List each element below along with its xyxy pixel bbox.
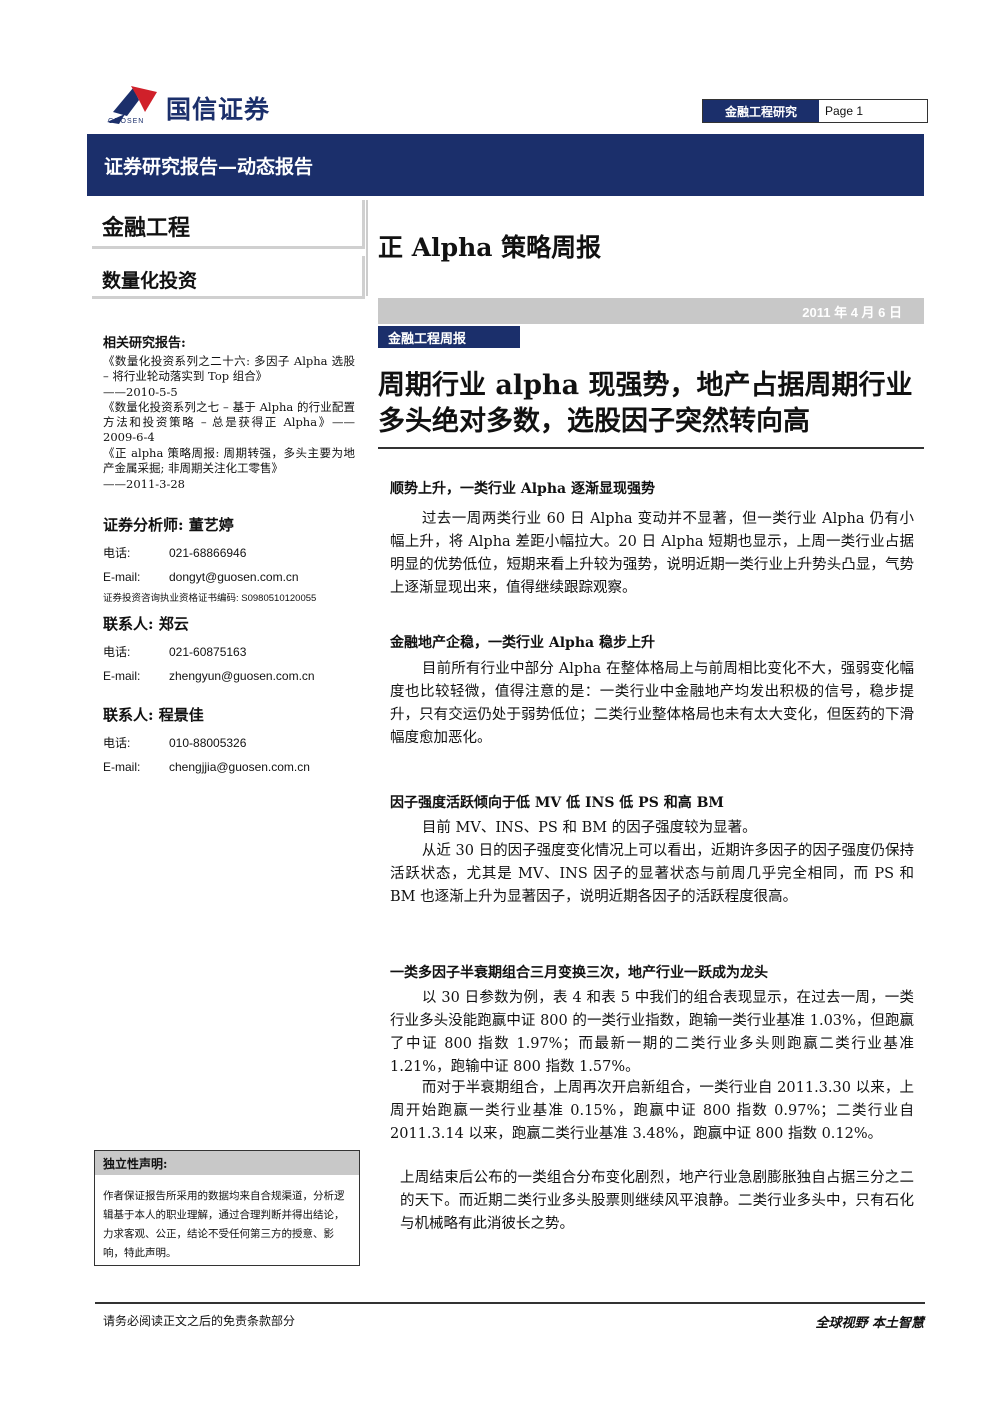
contact-email-row: E-mail: zhengyun@guosen.com.cn	[103, 664, 355, 688]
headline: 周期行业 alpha 现强势，地产占据周期行业多头绝对多数，选股因子突然转向高	[378, 370, 913, 437]
report-type-tag: 金融工程周报	[378, 326, 520, 348]
section-heading: 一类多因子半衰期组合三月变换三次，地产行业一跃成为龙头	[390, 965, 768, 981]
page-number: Page 1	[825, 104, 864, 118]
guosen-logo	[105, 82, 305, 128]
report-title: 正 Alpha 策略周报	[378, 233, 602, 262]
contact-heading: 联系人: 郑云	[103, 615, 189, 633]
footer-slogan: 全球视野 本土智慧	[815, 1316, 924, 1331]
related-report-date: ——2011-3-28	[103, 477, 185, 491]
title-band	[87, 134, 924, 196]
email-label: E-mail:	[103, 669, 141, 683]
footer-disclaimer-note: 请务必阅读正文之后的免责条款部分	[103, 1314, 296, 1328]
related-report[interactable]: 《正 alpha 策略周报: 周期转强，多头主要为地产金属采掘; 非周期关注化工…	[103, 446, 355, 475]
phone-label: 电话:	[103, 645, 131, 659]
date-bar: 2011 年 4 月 6 日	[378, 298, 924, 324]
section-paragraph: 而对于半衰期组合，上周再次开启新组合，一类行业自 2011.3.30 以来，上周…	[390, 1080, 914, 1142]
related-report[interactable]: 《数量化投资系列之二十六: 多因子 Alpha 选股 – 将行业轮动落实到 To…	[103, 354, 355, 383]
related-heading: 相关研究报告:	[103, 336, 186, 351]
related-report-date: ——2010-5-5	[103, 385, 178, 399]
header-page-box: 金融工程研究 Page 1	[702, 99, 928, 123]
section-label: 金融工程研究	[703, 100, 819, 122]
category-secondary-box: 数量化投资	[92, 256, 365, 299]
email-label: E-mail:	[103, 760, 141, 774]
email-link[interactable]: zhengyun@guosen.com.cn	[169, 669, 315, 683]
phone-value: 021-68866946	[169, 546, 247, 560]
section-paragraph: 目前所有行业中部分 Alpha 在整体格局上与前周相比变化不大，强弱变化幅度也比…	[390, 661, 914, 746]
category-primary: 金融工程	[102, 215, 191, 241]
section-paragraph: 过去一周两类行业 60 日 Alpha 变动并不显著，但一类行业 Alpha 仍…	[390, 511, 914, 596]
contact-phone-row: 电话: 021-60875163	[103, 640, 355, 664]
category-secondary: 数量化投资	[102, 270, 198, 292]
phone-value: 010-88005326	[169, 736, 247, 750]
declaration-header: 独立性声明:	[95, 1151, 359, 1175]
category-primary-box: 金融工程	[92, 200, 365, 249]
section-paragraph: 以 30 日参数为例，表 4 和表 5 中我们的组合表现显示，在过去一周，一类行…	[390, 990, 914, 1075]
contact-email-row: E-mail: dongyt@guosen.com.cn	[103, 565, 355, 589]
divider	[366, 200, 368, 296]
related-report[interactable]: 《数量化投资系列之七 – 基于 Alpha 的行业配置方法和投资策略 – 总是获…	[103, 400, 355, 444]
declaration-heading: 独立性声明:	[103, 1157, 168, 1171]
section-heading: 顺势上升，一类行业 Alpha 逐渐显现强势	[390, 481, 655, 497]
headline-rule	[378, 447, 924, 449]
brand-name-en: GUOSEN	[108, 118, 145, 125]
section-heading: 因子强度活跃倾向于低 MV 低 INS 低 PS 和高 BM	[390, 795, 724, 811]
email-link[interactable]: chengjjia@guosen.com.cn	[169, 760, 310, 774]
contact-heading: 联系人: 程景佳	[103, 706, 204, 724]
email-link[interactable]: dongyt@guosen.com.cn	[169, 570, 299, 584]
declaration-body: 作者保证报告所采用的数据均来自合规渠道，分析逻辑基于本人的职业理解，通过合理判断…	[103, 1190, 345, 1259]
analyst-heading: 证券分析师: 董艺婷	[103, 516, 234, 534]
independence-declaration: 独立性声明: 作者保证报告所采用的数据均来自合规渠道，分析逻辑基于本人的职业理解…	[94, 1150, 360, 1266]
left-column: 相关研究报告: 《数量化投资系列之二十六: 多因子 Alpha 选股 – 将行业…	[103, 332, 355, 779]
phone-label: 电话:	[103, 546, 131, 560]
contact-email-row: E-mail: chengjjia@guosen.com.cn	[103, 755, 355, 779]
certificate-number: 证券投资咨询执业资格证书编码: S0980510120055	[103, 593, 317, 604]
section-paragraph: 上周结束后公布的一类组合分布变化剧烈，地产行业急剧膨胀独自占据三分之二的天下。而…	[400, 1170, 914, 1232]
email-label: E-mail:	[103, 570, 141, 584]
contact-phone-row: 电话: 021-68866946	[103, 541, 355, 565]
brand-name: 国信证券	[166, 95, 271, 124]
footer-rule	[95, 1302, 925, 1304]
phone-value: 021-60875163	[169, 645, 247, 659]
phone-label: 电话:	[103, 736, 131, 750]
band-title: 证券研究报告—动态报告	[104, 156, 314, 178]
report-date: 2011 年 4 月 6 日	[802, 305, 902, 320]
logo-mark-icon	[107, 86, 157, 124]
section-paragraph: 目前 MV、INS、PS 和 BM 的因子强度较为显著。	[421, 820, 757, 836]
section-heading: 金融地产企稳，一类行业 Alpha 稳步上升	[390, 635, 655, 651]
section-paragraph: 从近 30 日的因子强度变化情况上可以看出，近期许多因子的因子强度仍保持活跃状态…	[390, 843, 914, 905]
contact-phone-row: 电话: 010-88005326	[103, 731, 355, 755]
